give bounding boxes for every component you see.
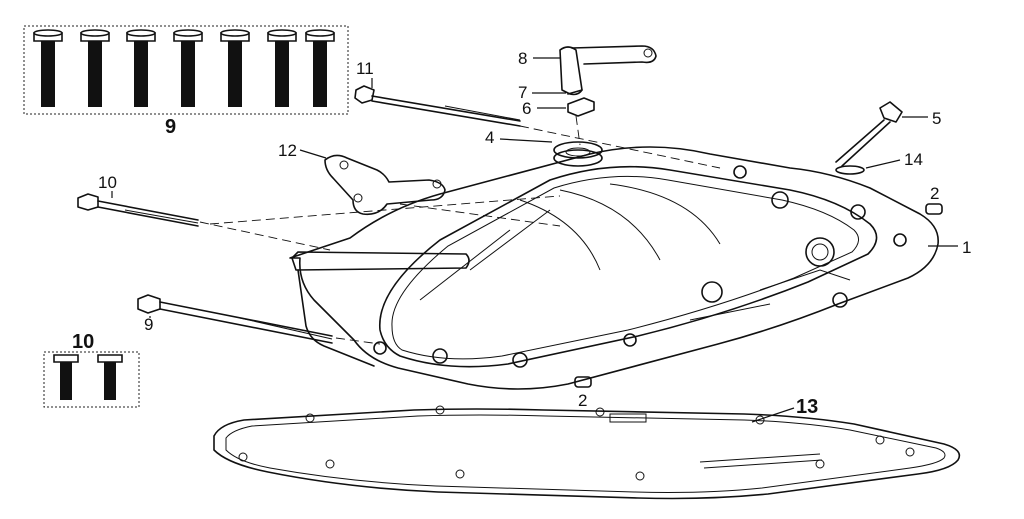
bolt-9-7 bbox=[305, 29, 335, 107]
callout-9-top: 9 bbox=[165, 116, 176, 138]
o-ring-14: 14 bbox=[835, 150, 923, 175]
pin-7: 7 bbox=[518, 83, 583, 102]
alignment-lines bbox=[199, 125, 721, 345]
callout-1: 1 bbox=[962, 238, 971, 257]
callout-14: 14 bbox=[904, 150, 923, 169]
oil-seal-4: 4 bbox=[485, 128, 603, 167]
callout-10-lower: 10 bbox=[72, 331, 94, 353]
bolt-set-9-frame bbox=[23, 25, 349, 115]
callout-8: 8 bbox=[518, 49, 527, 68]
dipstick-5: 5 bbox=[835, 101, 941, 167]
bolt-10a bbox=[53, 354, 79, 400]
callout-6: 6 bbox=[522, 99, 531, 118]
callout-2-bottom: 2 bbox=[578, 391, 587, 410]
gasket-13: 13 bbox=[213, 396, 961, 500]
callout-12: 12 bbox=[278, 141, 297, 160]
bolt-9-4 bbox=[173, 29, 203, 107]
shift-arm-8: 8 bbox=[518, 45, 657, 96]
callout-5: 5 bbox=[932, 109, 941, 128]
bolt-9-2 bbox=[80, 29, 110, 107]
long-bolt-9: 9 bbox=[137, 294, 333, 344]
callout-10-upper: 10 bbox=[98, 173, 117, 192]
crankcase-cover-1: 1 bbox=[289, 146, 971, 390]
clip-6: 6 bbox=[522, 97, 595, 146]
long-bolt-11: 11 bbox=[354, 59, 521, 127]
bolt-set-9: 9 bbox=[23, 25, 349, 138]
callout-13: 13 bbox=[796, 396, 818, 418]
callout-11: 11 bbox=[356, 59, 374, 78]
bolt-9-6 bbox=[267, 29, 297, 107]
callout-7: 7 bbox=[518, 83, 527, 102]
bolt-9-5 bbox=[220, 29, 250, 107]
callout-2-right: 2 bbox=[930, 184, 939, 203]
callout-9-side: 9 bbox=[144, 315, 153, 334]
dowel-pin-2-right: 2 bbox=[925, 184, 943, 215]
bolt-set-10: 10 bbox=[43, 331, 140, 408]
callout-4: 4 bbox=[485, 128, 494, 147]
bolt-9-1 bbox=[33, 29, 63, 107]
bolt-10b bbox=[97, 354, 123, 400]
bolt-set-10-frame bbox=[43, 351, 140, 408]
bolt-9-3 bbox=[126, 29, 156, 107]
bracket-12: 12 bbox=[278, 141, 446, 216]
long-bolt-10: 10 bbox=[77, 173, 199, 227]
